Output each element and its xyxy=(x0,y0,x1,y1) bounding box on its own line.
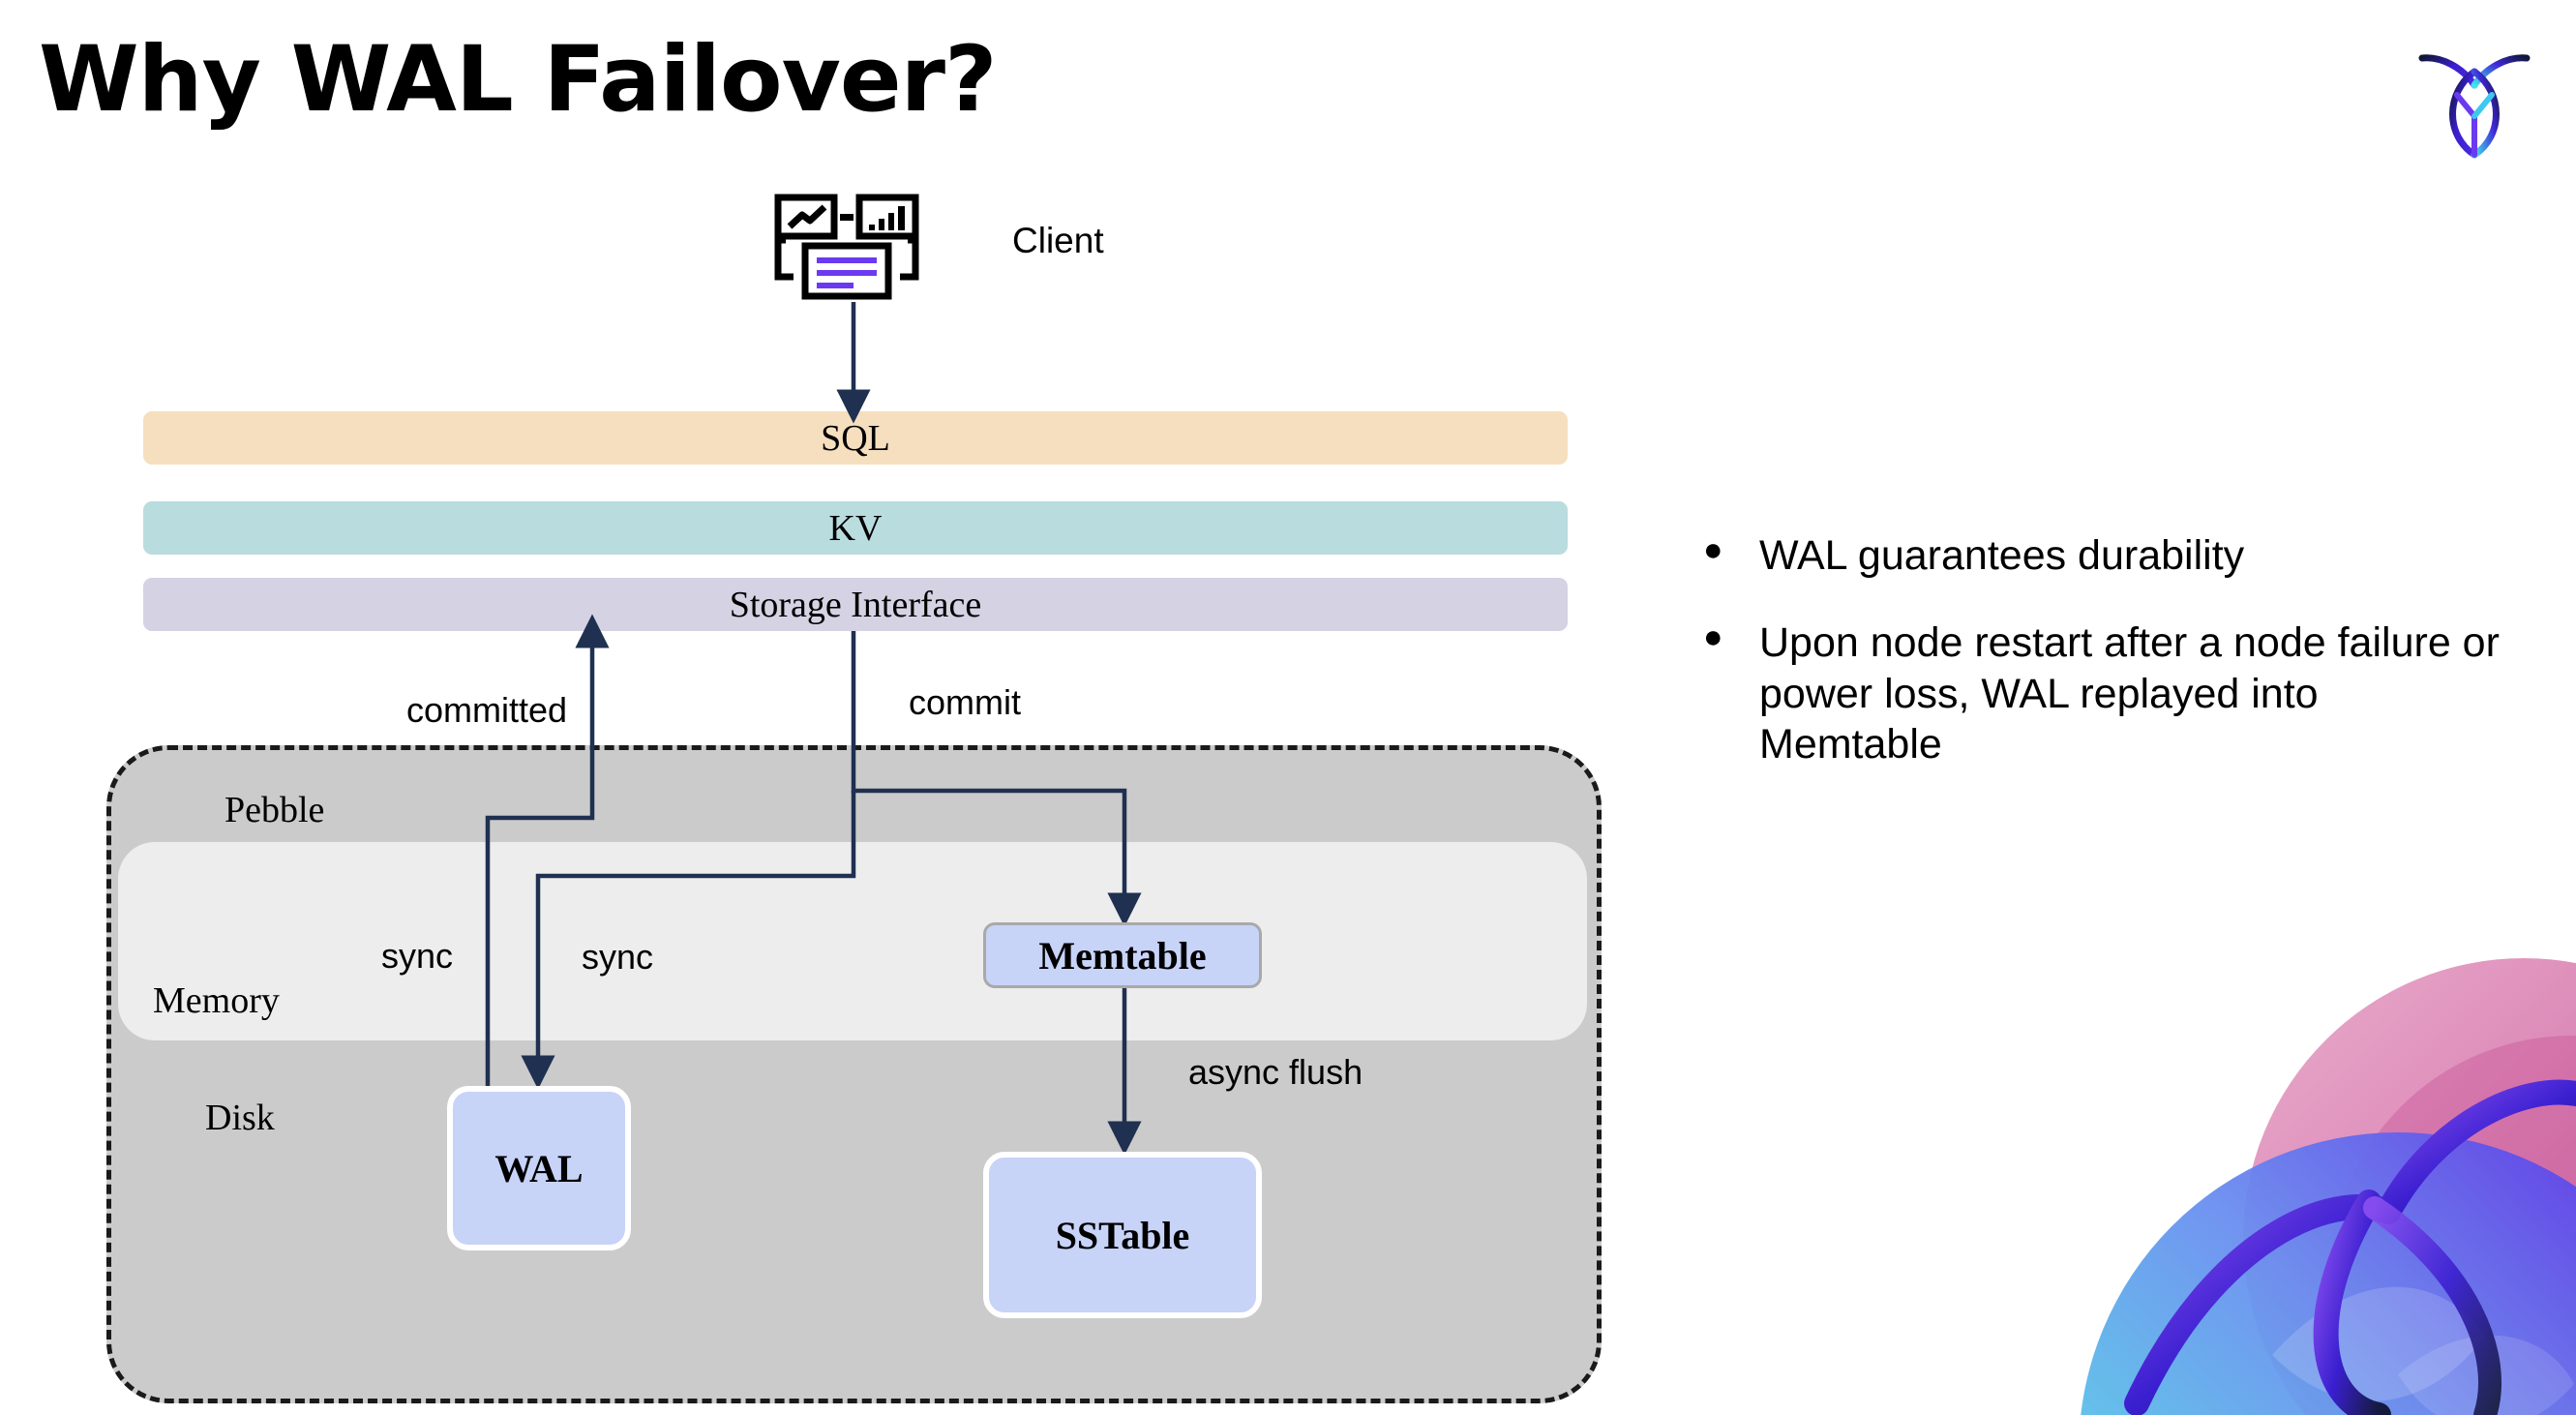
edge-label-commit: commit xyxy=(909,682,1021,722)
node-label-wal: WAL xyxy=(494,1146,584,1190)
cockroachdb-watermark-icon xyxy=(1982,948,2576,1415)
node-label-memtable: Memtable xyxy=(1038,933,1207,978)
node-label-sstable: SSTable xyxy=(1055,1213,1190,1257)
bullet-marker: ● xyxy=(1703,531,1723,568)
memory-label: Memory xyxy=(153,980,280,1021)
node-sstable: SSTable xyxy=(983,1152,1262,1318)
bullet-text: Upon node restart after a node failure o… xyxy=(1759,619,2500,768)
layer-bar-storage: Storage Interface xyxy=(143,578,1568,631)
layer-label-storage: Storage Interface xyxy=(729,584,982,625)
list-item: ● WAL guarantees durability xyxy=(1703,530,2506,581)
cockroachdb-logo-icon xyxy=(2407,35,2542,161)
bullet-text: WAL guarantees durability xyxy=(1759,532,2245,579)
edge-label-sync-left: sync xyxy=(381,936,454,976)
edge-label-sync-right: sync xyxy=(582,937,654,977)
node-memtable: Memtable xyxy=(983,922,1262,988)
layer-bar-kv: KV xyxy=(143,501,1568,555)
client-label: Client xyxy=(1012,221,1104,260)
node-wal: WAL xyxy=(447,1086,631,1250)
bullet-marker: ● xyxy=(1703,618,1723,656)
client-dashboard-icon xyxy=(774,194,929,300)
layer-label-kv: KV xyxy=(828,507,883,549)
list-item: ● Upon node restart after a node failure… xyxy=(1703,617,2506,769)
disk-label: Disk xyxy=(205,1098,275,1138)
edge-label-async-flush: async flush xyxy=(1188,1052,1363,1092)
connector-arrows xyxy=(485,302,1142,1156)
pebble-label: Pebble xyxy=(225,790,325,830)
layer-label-sql: SQL xyxy=(821,417,890,459)
layer-bar-sql: SQL xyxy=(143,411,1568,465)
edge-label-committed: committed xyxy=(406,690,568,730)
bullet-list: ● WAL guarantees durability ● Upon node … xyxy=(1703,530,2506,807)
page-title: Why WAL Failover? xyxy=(39,27,998,133)
